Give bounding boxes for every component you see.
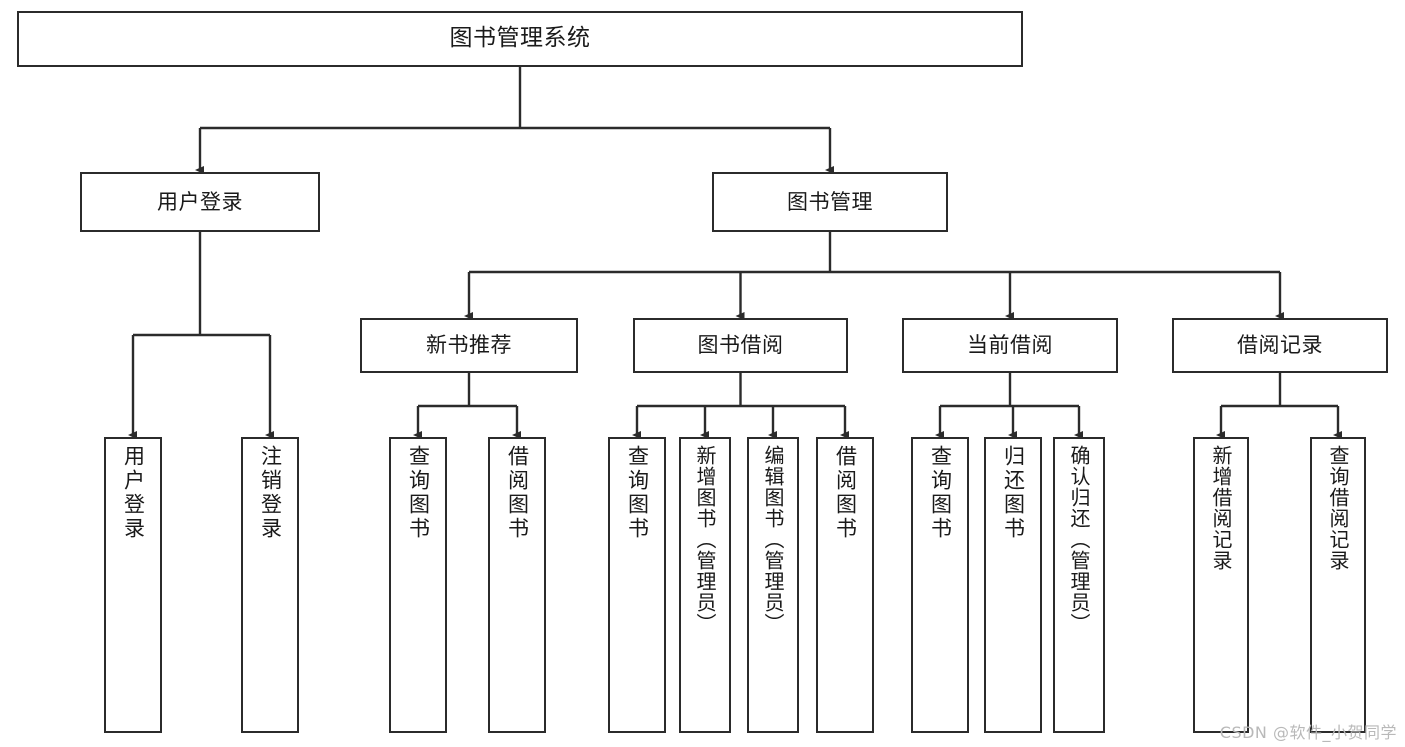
node-user-login-label: 用户登录 <box>157 189 243 214</box>
node-leaf-rec-query[interactable]: 查询图书 <box>389 437 447 733</box>
node-leaf-rec-add[interactable]: 新增借阅记录 <box>1193 437 1249 733</box>
node-borrow-record[interactable]: 借阅记录 <box>1172 318 1388 373</box>
node-leaf-rec-query-rec[interactable]: 查询借阅记录 <box>1310 437 1366 733</box>
node-new-book-rec[interactable]: 新书推荐 <box>360 318 578 373</box>
node-leaf-cur-query-label: 查询图书 <box>928 445 953 541</box>
node-leaf-cur-confirm-label: 确认归还（管理员） <box>1067 445 1091 634</box>
node-leaf-cur-confirm[interactable]: 确认归还（管理员） <box>1053 437 1105 733</box>
node-leaf-book-edit[interactable]: 编辑图书（管理员） <box>747 437 799 733</box>
node-leaf-user-logout[interactable]: 注销登录 <box>241 437 299 733</box>
node-leaf-user-logout-label: 注销登录 <box>258 445 283 541</box>
node-user-login[interactable]: 用户登录 <box>80 172 320 232</box>
node-current-borrow-label: 当前借阅 <box>967 333 1053 358</box>
node-leaf-rec-borrow-label: 借阅图书 <box>505 445 530 541</box>
node-book-borrow-label: 图书借阅 <box>697 333 784 358</box>
node-book-manage[interactable]: 图书管理 <box>712 172 948 232</box>
node-leaf-book-edit-label: 编辑图书（管理员） <box>761 445 785 634</box>
node-book-manage-label: 图书管理 <box>787 189 873 214</box>
node-leaf-cur-query[interactable]: 查询图书 <box>911 437 969 733</box>
node-leaf-rec-query-label: 查询图书 <box>406 445 431 541</box>
node-leaf-borrow-query-label: 查询图书 <box>625 445 650 541</box>
connector-bus <box>418 373 517 408</box>
node-borrow-record-label: 借阅记录 <box>1237 333 1323 358</box>
node-leaf-rec-query-rec-label: 查询借阅记录 <box>1326 445 1350 571</box>
node-leaf-book-add-label: 新增图书（管理员） <box>693 445 717 634</box>
watermark: CSDN @软件_小贺同学 <box>1219 723 1397 742</box>
node-book-borrow[interactable]: 图书借阅 <box>633 318 848 373</box>
node-leaf-borrow-query[interactable]: 查询图书 <box>608 437 666 733</box>
node-leaf-cur-return[interactable]: 归还图书 <box>984 437 1042 733</box>
node-leaf-user-login[interactable]: 用户登录 <box>104 437 162 733</box>
connector-bus <box>200 67 830 130</box>
connector-bus <box>1221 373 1338 408</box>
node-leaf-book-add[interactable]: 新增图书（管理员） <box>679 437 731 733</box>
node-leaf-rec-borrow[interactable]: 借阅图书 <box>488 437 546 733</box>
node-new-book-rec-label: 新书推荐 <box>426 333 512 358</box>
node-leaf-cur-return-label: 归还图书 <box>1001 445 1026 541</box>
node-current-borrow[interactable]: 当前借阅 <box>902 318 1118 373</box>
node-leaf-book-borrow[interactable]: 借阅图书 <box>816 437 874 733</box>
connector-bus <box>940 373 1079 408</box>
connector-bus <box>133 232 270 337</box>
node-leaf-rec-add-label: 新增借阅记录 <box>1209 445 1233 571</box>
node-root[interactable]: 图书管理系统 <box>17 11 1023 67</box>
node-root-label: 图书管理系统 <box>449 25 591 52</box>
connector-bus <box>637 373 845 408</box>
node-leaf-user-login-label: 用户登录 <box>121 445 146 541</box>
node-leaf-book-borrow-label: 借阅图书 <box>833 445 858 541</box>
connector-bus <box>469 232 1280 274</box>
